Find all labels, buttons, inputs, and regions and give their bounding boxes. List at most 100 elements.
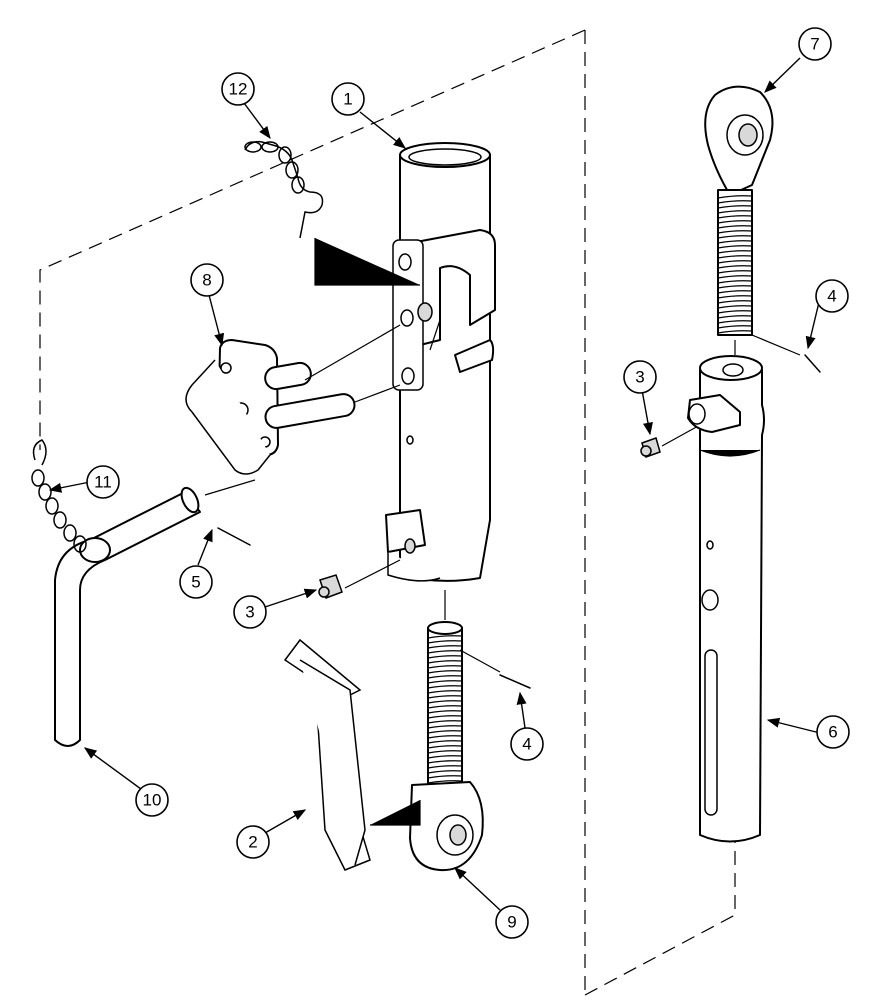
thread-line [717, 325, 753, 329]
thread-line [717, 305, 753, 309]
thread-line [427, 670, 463, 674]
thread-line [717, 330, 753, 334]
thread-line [427, 635, 463, 639]
svg-text:6: 6 [828, 723, 837, 742]
svg-text:3: 3 [245, 603, 254, 622]
thread-line [717, 205, 753, 209]
callout-2: 2 [236, 825, 270, 859]
thread-line [717, 280, 753, 284]
callout-5: 5 [179, 565, 213, 599]
thread-line [717, 320, 753, 324]
roll-pin-right [804, 354, 821, 373]
callout-11: 11 [86, 465, 120, 499]
callout-6: 6 [816, 715, 850, 749]
svg-text:1: 1 [343, 90, 352, 109]
l-pin [54, 479, 256, 747]
svg-text:9: 9 [507, 913, 516, 932]
thread-line [427, 730, 463, 734]
thread-line [717, 285, 753, 289]
svg-text:4: 4 [827, 287, 836, 306]
thread-line [427, 735, 463, 739]
thread-line [427, 690, 463, 694]
thread-line [717, 200, 753, 204]
thread-line [717, 265, 753, 269]
callout-4-left: 4 [510, 727, 544, 761]
thread-line [427, 715, 463, 719]
thread-line [427, 655, 463, 659]
thread-line [427, 725, 463, 729]
assembly-outline-left [39, 29, 586, 995]
thread-line [427, 650, 463, 654]
thread-line [717, 315, 753, 319]
thread-line [427, 685, 463, 689]
thread-line [717, 290, 753, 294]
upper-rod-end [704, 85, 801, 356]
leader-lines [48, 57, 821, 911]
thread-line [427, 775, 463, 779]
thread-line [427, 695, 463, 699]
svg-text:11: 11 [94, 473, 112, 492]
thread-line [717, 300, 753, 304]
callout-9: 9 [495, 905, 529, 939]
thread-line [717, 215, 753, 219]
thread-line [427, 705, 463, 709]
thread-line [427, 745, 463, 749]
thread-line [717, 260, 753, 264]
svg-text:8: 8 [202, 271, 211, 290]
thread-line [427, 760, 463, 764]
svg-text:7: 7 [810, 35, 819, 54]
thread-line [427, 645, 463, 649]
thread-line [717, 195, 753, 199]
thread-line [427, 680, 463, 684]
thread-line [427, 700, 463, 704]
svg-text:2: 2 [248, 833, 257, 852]
thread-line [427, 770, 463, 774]
thread-line [717, 225, 753, 229]
thread-line [427, 660, 463, 664]
handle-bracket [185, 324, 401, 475]
callout-7: 7 [798, 27, 832, 61]
thread-line [717, 245, 753, 249]
thread-line [717, 270, 753, 274]
thread-line [427, 765, 463, 769]
small-pin [217, 527, 251, 546]
svg-text:4: 4 [522, 735, 531, 754]
callout-3-right: 3 [623, 360, 657, 394]
chain [31, 439, 87, 553]
roll-pin-left [459, 649, 531, 689]
thread-line [717, 250, 753, 254]
thread-line [427, 740, 463, 744]
main-tube [385, 142, 496, 582]
thread-line [427, 675, 463, 679]
thread-line [717, 295, 753, 299]
thread-line [717, 310, 753, 314]
callout-8: 8 [190, 263, 224, 297]
assembly-outline-right [584, 810, 736, 996]
thread-line [717, 210, 753, 214]
adjustment-tube [687, 355, 765, 843]
callout-3-left: 3 [233, 595, 267, 629]
chain-clip [244, 140, 420, 286]
thread-line [717, 240, 753, 244]
thread-line [717, 235, 753, 239]
thread-line [427, 665, 463, 669]
callout-4-right: 4 [815, 279, 849, 313]
wire-clip [283, 638, 371, 871]
grease-fitting-left [318, 559, 401, 599]
lower-rod-end [370, 590, 484, 872]
thread-line [427, 750, 463, 754]
thread-line [427, 780, 463, 784]
callout-12: 12 [221, 72, 255, 106]
thread-line [427, 710, 463, 714]
grease-fitting-right [640, 424, 701, 458]
svg-text:10: 10 [143, 791, 162, 810]
svg-text:12: 12 [229, 80, 248, 99]
thread-line [717, 275, 753, 279]
thread-line [717, 220, 753, 224]
thread-line [717, 255, 753, 259]
thread-line [427, 720, 463, 724]
svg-text:3: 3 [635, 368, 644, 387]
callout-10: 10 [135, 783, 169, 817]
svg-text:5: 5 [191, 573, 200, 592]
